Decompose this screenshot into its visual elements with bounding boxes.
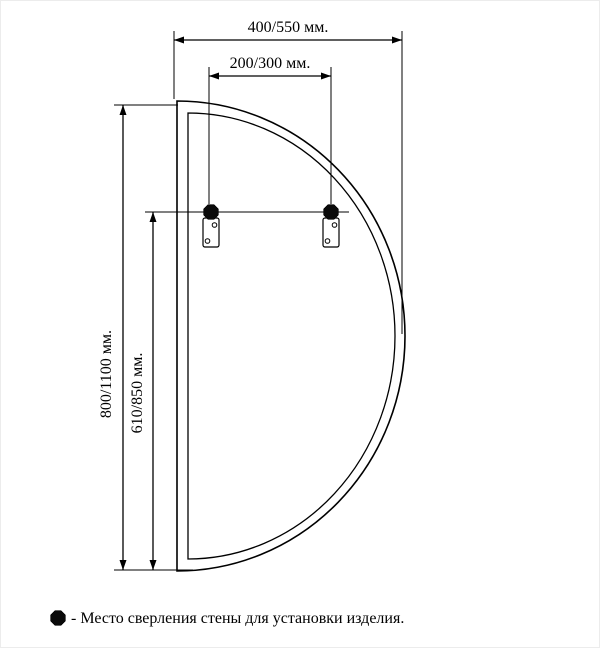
dimension-total-height-label: 800/1100 мм. — [98, 330, 115, 418]
dimension-bracket-spacing-label: 200/300 мм. — [230, 55, 311, 72]
dimension-bracket-spacing: 200/300 мм. — [208, 55, 332, 204]
arrowhead-top — [149, 212, 157, 222]
arrowhead-right — [321, 72, 331, 80]
arrowhead-right — [392, 36, 402, 44]
drill-point-right-icon — [323, 204, 339, 220]
mounting-bracket-left — [202, 204, 220, 248]
bracket-screw-hole — [324, 238, 331, 244]
bracket-screw-hole — [331, 222, 338, 228]
arrowhead-left — [209, 72, 219, 80]
mirror-shape — [176, 100, 406, 572]
mounting-bracket-right — [322, 204, 340, 248]
dimension-bracket-height-label: 610/850 мм. — [129, 353, 146, 434]
arrowhead-top — [119, 105, 127, 115]
bracket-screw-hole — [211, 222, 218, 228]
drill-point-left-icon — [203, 204, 219, 220]
arrowhead-left — [174, 36, 184, 44]
legend-text: - Место сверления стены для установки из… — [71, 610, 404, 627]
legend-drill-point-icon — [50, 610, 66, 626]
mirror-inner-edge — [187, 112, 396, 560]
dimension-top-width-label: 400/550 мм. — [248, 19, 329, 36]
dimension-top-width: 400/550 мм. — [173, 19, 403, 334]
bracket-screw-hole — [204, 238, 211, 244]
mirror-outer-edge — [176, 100, 406, 572]
arrowhead-bottom — [149, 560, 157, 570]
dimension-total-height: 800/1100 мм. — [98, 104, 193, 571]
dimension-bracket-height: 610/850 мм. — [129, 211, 349, 570]
arrowhead-bottom — [119, 560, 127, 570]
legend: - Место сверления стены для установки из… — [50, 610, 404, 627]
